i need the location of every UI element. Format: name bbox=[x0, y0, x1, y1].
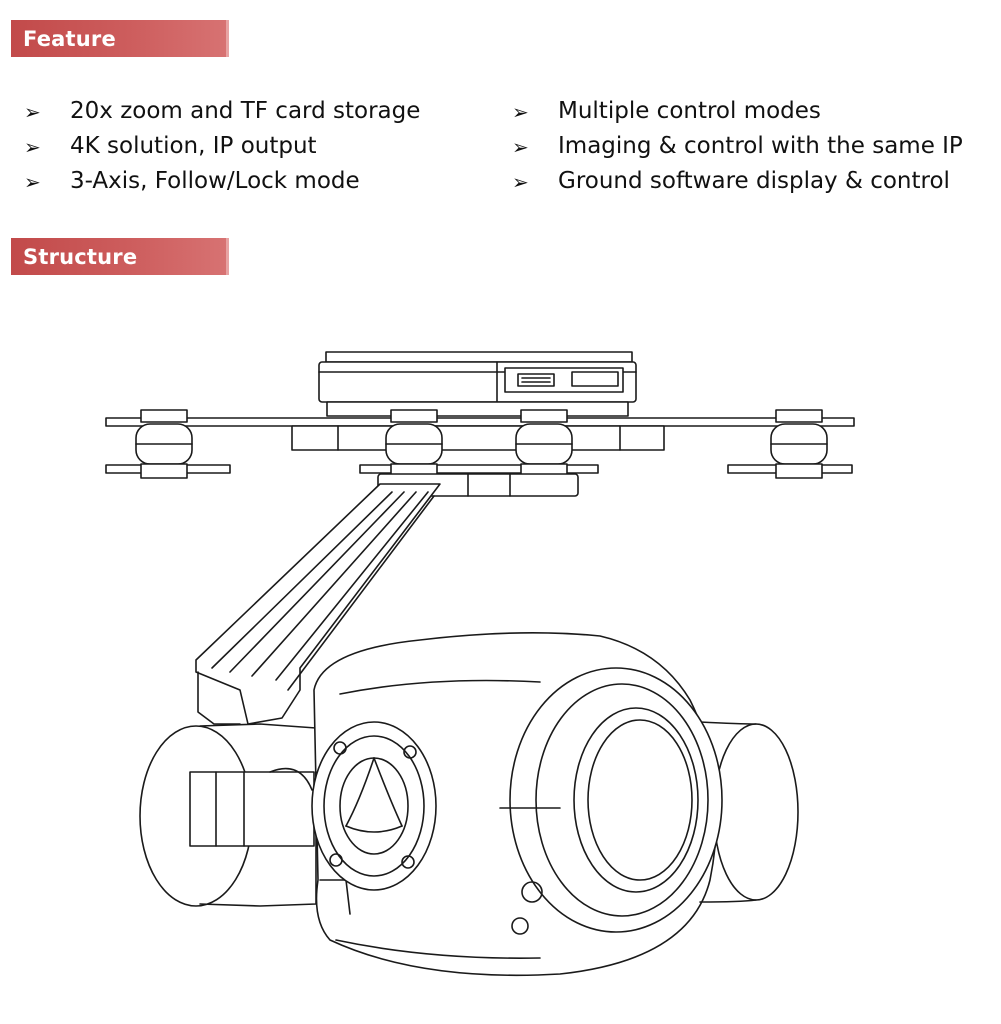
arrow-bullet-icon: ➢ bbox=[24, 170, 41, 194]
damping-plate bbox=[105, 417, 855, 474]
structure-title: Structure bbox=[23, 245, 138, 269]
damping-balls bbox=[135, 409, 828, 479]
arrow-bullet-icon: ➢ bbox=[24, 100, 41, 124]
pitch-motor bbox=[311, 721, 437, 891]
roll-motor bbox=[139, 723, 317, 907]
camera-lens bbox=[499, 667, 723, 935]
gimbal-arm bbox=[195, 483, 441, 725]
arrow-bullet-icon: ➢ bbox=[512, 170, 529, 194]
arrow-bullet-icon: ➢ bbox=[512, 100, 529, 124]
control-box bbox=[318, 351, 637, 417]
gimbal-camera-drawing bbox=[105, 351, 855, 977]
feature-title: Feature bbox=[23, 27, 116, 51]
feature-section-header: Feature bbox=[11, 20, 229, 57]
structure-section-header: Structure bbox=[11, 238, 229, 275]
arrow-bullet-icon: ➢ bbox=[512, 135, 529, 159]
arrow-bullet-icon: ➢ bbox=[24, 135, 41, 159]
